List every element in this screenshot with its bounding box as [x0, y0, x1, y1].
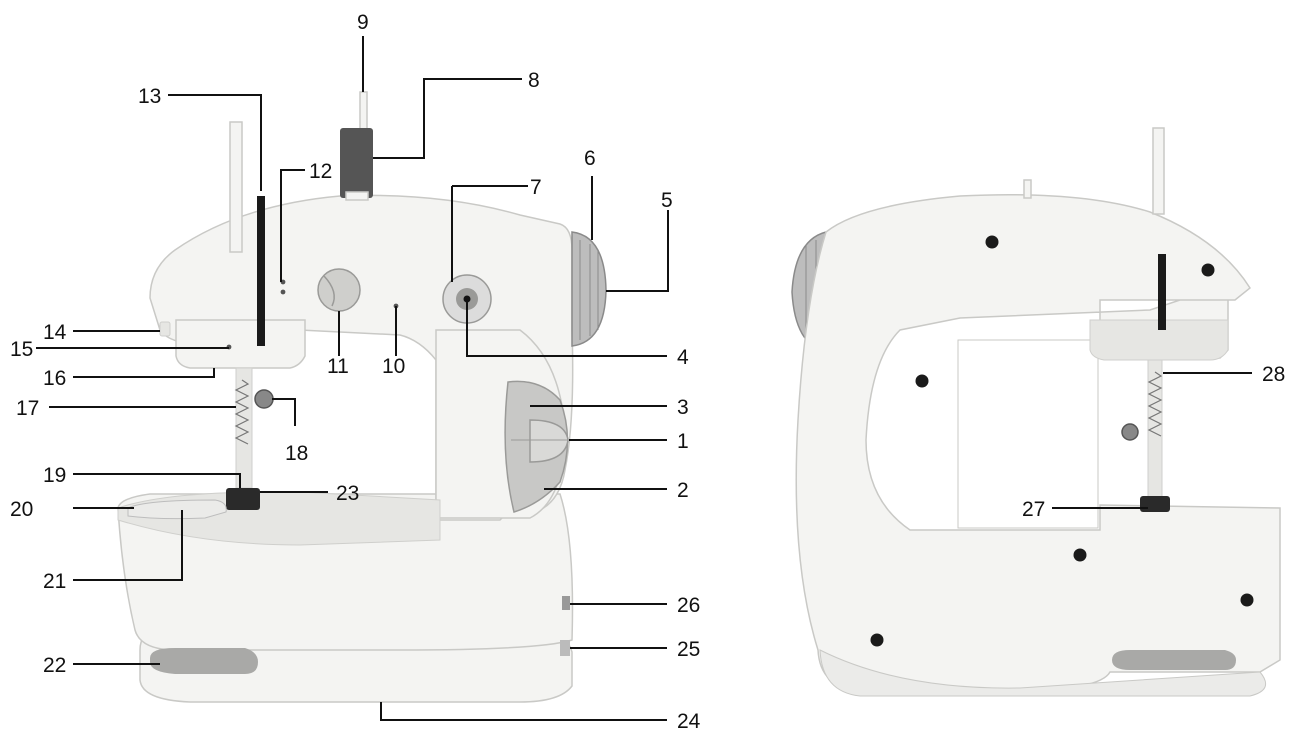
label-18: 18 — [285, 442, 308, 465]
label-28: 28 — [1262, 363, 1285, 386]
label-7: 7 — [530, 176, 542, 199]
label-27: 27 — [1022, 498, 1045, 521]
label-25: 25 — [677, 638, 700, 661]
label-14: 14 — [43, 321, 67, 344]
label-2: 2 — [677, 479, 689, 502]
front-view-machine — [117, 91, 607, 703]
label-20: 20 — [10, 498, 33, 521]
label-10: 10 — [382, 355, 405, 378]
label-16: 16 — [43, 367, 66, 390]
label-23: 23 — [336, 482, 359, 505]
label-24: 24 — [677, 710, 701, 731]
label-5: 5 — [661, 189, 673, 212]
label-15: 15 — [10, 338, 33, 361]
label-17: 17 — [16, 397, 39, 420]
label-26: 26 — [677, 594, 700, 617]
part-number-labels: 1 2 3 4 5 6 7 8 9 10 11 12 13 14 15 16 1… — [10, 11, 1285, 731]
side-view-machine — [791, 127, 1281, 697]
leader-lines — [36, 36, 1252, 721]
label-11: 11 — [327, 355, 349, 378]
label-1: 1 — [677, 430, 689, 453]
label-19: 19 — [43, 464, 66, 487]
label-6: 6 — [584, 147, 596, 170]
label-12: 12 — [309, 160, 332, 183]
label-4: 4 — [677, 346, 689, 369]
label-8: 8 — [528, 69, 540, 92]
label-22: 22 — [43, 654, 66, 677]
label-9: 9 — [357, 11, 369, 34]
label-13: 13 — [138, 85, 161, 108]
label-21: 21 — [43, 570, 66, 593]
label-3: 3 — [677, 396, 689, 419]
